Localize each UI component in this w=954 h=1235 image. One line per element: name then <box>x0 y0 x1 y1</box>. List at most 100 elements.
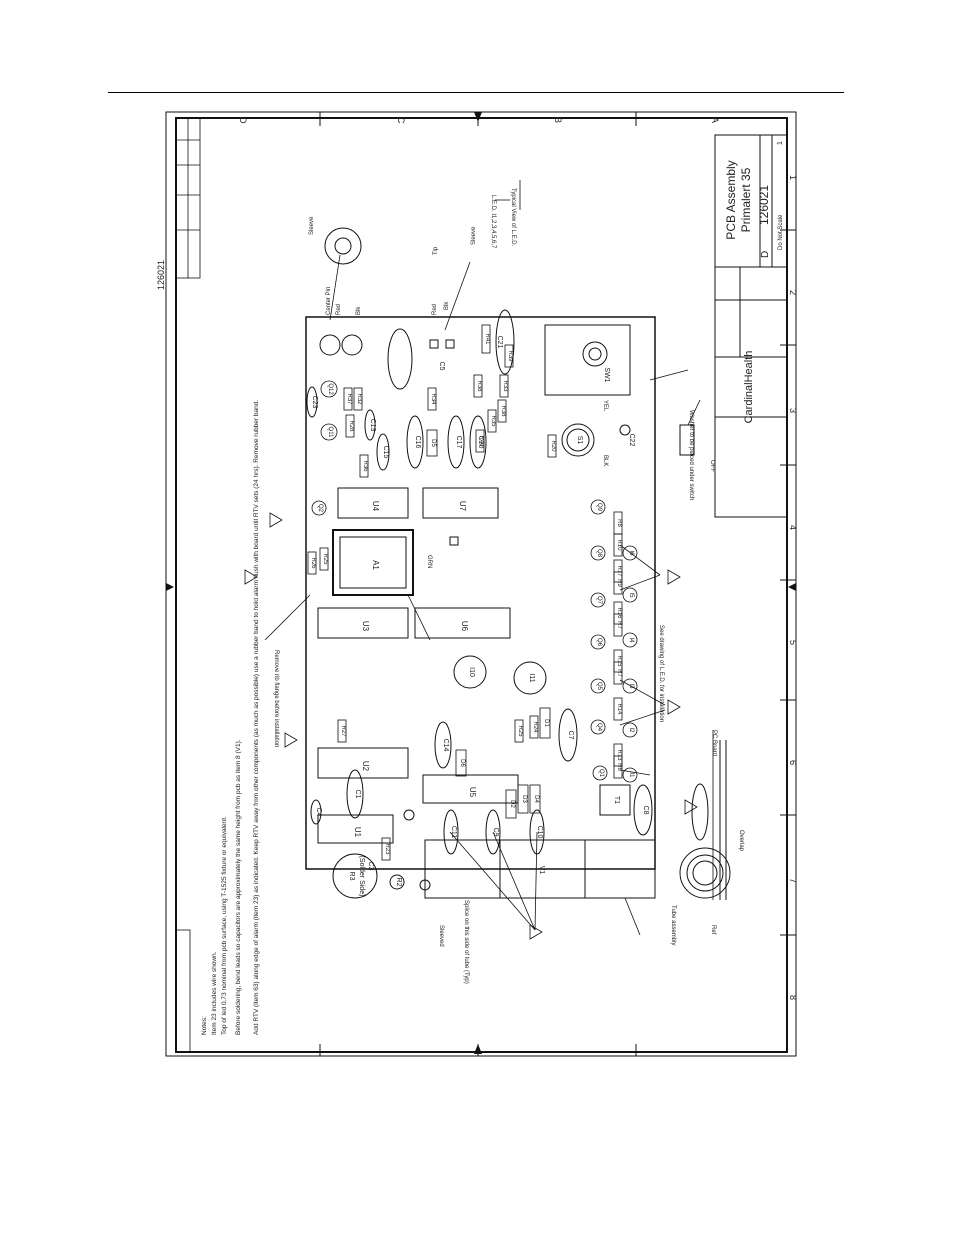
svg-text:PC Board: PC Board <box>711 730 717 756</box>
svg-text:D3: D3 <box>521 795 527 803</box>
svg-text:R36: R36 <box>362 460 368 472</box>
svg-text:U3: U3 <box>361 621 370 632</box>
svg-text:U4: U4 <box>371 501 380 512</box>
svg-text:R34: R34 <box>430 393 436 405</box>
title-line-2: Primalert 35 <box>739 167 753 232</box>
svg-text:A: A <box>710 117 720 123</box>
svg-text:(Solder Side): (Solder Side) <box>358 856 365 897</box>
svg-text:C13: C13 <box>369 419 376 432</box>
svg-text:I2: I2 <box>628 727 634 733</box>
svg-text:I10: I10 <box>468 667 475 677</box>
ic-labels: U4 U7 U3 U6 U2 U5 U1 A1 <box>353 501 477 838</box>
svg-text:R23: R23 <box>384 843 390 855</box>
svg-text:Top of led 0.73 nominal from p: Top of led 0.73 nominal from pcb surface… <box>221 816 228 1035</box>
tube-labels: Tube assembly Overlap Ref PC Board Splic… <box>273 625 744 984</box>
svg-text:R26: R26 <box>310 557 316 569</box>
sheet-number: 1 <box>777 141 784 145</box>
svg-text:R8: R8 <box>616 519 622 527</box>
top-rule <box>108 92 844 93</box>
center-arrow-top <box>474 112 482 122</box>
svg-text:YEL: YEL <box>602 400 608 412</box>
svg-text:GRN: GRN <box>426 555 432 568</box>
drawing-number: 126021 <box>757 185 771 225</box>
svg-text:See drawing of L.E.D. for inst: See drawing of L.E.D. for installation <box>658 625 664 722</box>
svg-text:U6: U6 <box>460 621 469 632</box>
scale-label: Do Not Scale <box>778 214 784 250</box>
svg-text:C3: C3 <box>367 862 374 871</box>
grid-numbers: 1 2 3 4 5 6 7 8 <box>788 175 798 1000</box>
resistor-shapes <box>307 324 623 861</box>
svg-text:R35: R35 <box>490 415 496 427</box>
svg-text:8: 8 <box>788 995 798 1000</box>
corner-drawing-number: 126021 <box>156 260 166 290</box>
svg-text:I5: I5 <box>628 592 634 598</box>
svg-text:Q6: Q6 <box>596 638 602 647</box>
resistor-labels: R37 R32 R28 R36 R34 R38 R33 R41 R39 R40 … <box>310 333 622 855</box>
svg-text:R38: R38 <box>476 380 482 392</box>
svg-text:SW1: SW1 <box>603 367 610 382</box>
transistor-labels: Q9 Q8 Q7 Q6 Q5 Q4 Q1 Q11 Q12 Q2 <box>317 383 604 777</box>
svg-text:I1: I1 <box>628 772 634 778</box>
svg-text:Q12: Q12 <box>327 383 333 395</box>
title-line-1: PCB Assembly <box>724 160 738 239</box>
svg-text:Q11: Q11 <box>327 427 333 439</box>
svg-text:BLK: BLK <box>602 455 608 466</box>
svg-text:R24: R24 <box>532 721 538 733</box>
ic-packages <box>317 487 519 844</box>
svg-text:Item 23 includes wire shown.: Item 23 includes wire shown. <box>211 951 218 1035</box>
svg-text:R14: R14 <box>616 703 622 715</box>
svg-text:D1: D1 <box>543 719 549 727</box>
svg-text:Red: Red <box>432 304 438 315</box>
svg-text:R15: R15 <box>616 655 622 667</box>
svg-text:Red: Red <box>336 304 342 315</box>
svg-text:S1: S1 <box>576 436 583 445</box>
svg-text:C17: C17 <box>455 436 462 449</box>
svg-text:Sleeve: Sleeve <box>309 216 315 235</box>
svg-text:C7: C7 <box>567 731 574 740</box>
svg-text:D6: D6 <box>459 759 465 767</box>
svg-text:Tip: Tip <box>433 246 439 255</box>
svg-text:Sleeve: Sleeve <box>471 226 477 245</box>
svg-text:6: 6 <box>788 760 798 765</box>
svg-text:Q8: Q8 <box>596 549 602 558</box>
svg-text:R25: R25 <box>517 725 523 737</box>
leader-lines <box>264 180 714 936</box>
svg-text:L.E.D. I1,2,3,4,5,6,7: L.E.D. I1,2,3,4,5,6,7 <box>490 195 496 249</box>
svg-text:R7: R7 <box>616 621 622 629</box>
svg-text:U2: U2 <box>361 761 370 772</box>
svg-text:B: B <box>553 117 563 123</box>
svg-text:C4: C4 <box>315 808 322 817</box>
svg-text:U1: U1 <box>353 827 362 838</box>
svg-text:Add RTV (item 63) along edge o: Add RTV (item 63) along edge of alarm (i… <box>253 400 260 1035</box>
svg-text:R9: R9 <box>616 579 622 587</box>
diode-labels: D1 D3 D4 D2 D5 D6 <box>430 439 549 808</box>
svg-text:C16: C16 <box>414 436 421 449</box>
svg-text:Sleeved: Sleeved <box>438 925 444 947</box>
svg-text:3: 3 <box>788 408 798 413</box>
svg-text:C22: C22 <box>628 434 635 447</box>
revision-table <box>175 117 201 279</box>
drawing-border <box>175 117 788 1053</box>
svg-text:Blk: Blk <box>444 301 450 310</box>
svg-text:Washer to be placed under swit: Washer to be placed under switch <box>688 410 694 500</box>
svg-text:R10: R10 <box>616 539 622 551</box>
svg-text:I4: I4 <box>628 637 634 643</box>
capacitor-labels: C5 C21 C16 C17 C20 C1 C14 C7 C8 C11 C9 C… <box>311 336 649 871</box>
svg-text:R41: R41 <box>484 333 490 345</box>
note-triangles <box>244 512 698 940</box>
svg-text:1: 1 <box>788 175 798 180</box>
svg-text:R27: R27 <box>340 725 346 737</box>
title-block <box>714 134 788 518</box>
top-callouts: Center Pin Red Blk Red Blk Tip Sleeve Sl… <box>309 188 715 568</box>
svg-text:R6: R6 <box>616 763 622 771</box>
grid-ticks <box>319 112 796 1056</box>
center-arrow-bottom <box>474 1044 482 1054</box>
svg-text:C21: C21 <box>496 336 503 349</box>
svg-text:C11: C11 <box>450 826 457 838</box>
svg-text:I11: I11 <box>528 673 535 682</box>
svg-text:U7: U7 <box>458 501 467 512</box>
svg-text:T1: T1 <box>613 796 620 804</box>
svg-text:Q2: Q2 <box>317 504 323 513</box>
notes-frame <box>175 929 191 1053</box>
